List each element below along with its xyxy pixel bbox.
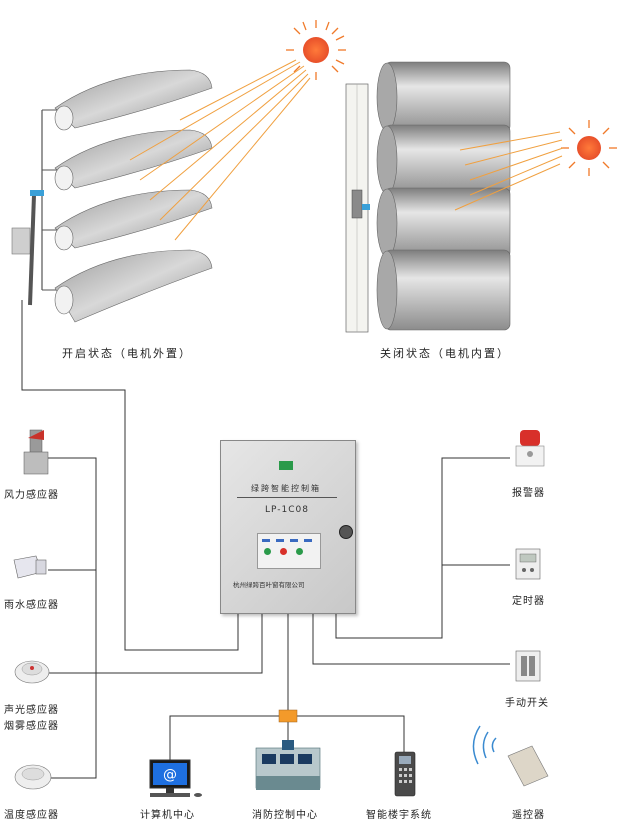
- remote-control-label: 遥控器: [512, 810, 545, 821]
- remote-control-icon: [472, 725, 549, 787]
- control-buttons-panel: [257, 533, 321, 569]
- fire-control-center-label: 消防控制中心: [252, 810, 318, 821]
- manual-switch-label: 手动开关: [505, 698, 549, 709]
- sound-light-sensor-label: 声光感应器: [4, 705, 59, 716]
- wind-sensor-label: 风力感应器: [4, 490, 59, 501]
- smoke-sensor-icon: [14, 660, 50, 684]
- sun-icon: [454, 120, 617, 211]
- rain-sensor-icon: [13, 555, 47, 579]
- junction-icon: [278, 709, 298, 723]
- closed-louver-assembly: [345, 61, 511, 333]
- stop-button[interactable]: [280, 548, 287, 555]
- open-state-caption: 开启状态（电机外置）: [62, 347, 192, 360]
- computer-center-label: 计算机中心: [140, 810, 195, 821]
- control-box-title: 绿跨智能控制箱: [251, 484, 321, 493]
- temperature-sensor-icon: [14, 764, 52, 790]
- external-motor-icon: [11, 190, 44, 306]
- wind-sensor-icon: [23, 429, 49, 475]
- manual-switch-icon: [515, 650, 541, 682]
- intercom-icon: [394, 751, 416, 797]
- temperature-sensor-label: 温度感应器: [4, 810, 59, 821]
- open-louver-assembly: [41, 69, 213, 323]
- smoke-sensor-label: 烟雾感应器: [4, 721, 59, 732]
- svg-text:@: @: [163, 767, 177, 783]
- control-box: 绿跨智能控制箱 LP-1C08 杭州绿跨百叶窗有限公司: [220, 440, 356, 614]
- alarm-icon: [515, 430, 545, 467]
- sun-icon: [129, 20, 346, 241]
- alarm-label: 报警器: [512, 488, 545, 499]
- closed-state-caption: 关闭状态（电机内置）: [380, 347, 510, 360]
- brand-logo: [279, 461, 293, 470]
- timer-icon: [515, 548, 541, 580]
- key-lock-icon[interactable]: [339, 525, 353, 539]
- control-box-model: LP-1C08: [265, 505, 309, 515]
- control-box-company: 杭州绿跨百叶窗有限公司: [233, 581, 305, 589]
- intelligent-building-label: 智能楼宇系统: [366, 810, 432, 821]
- rain-sensor-label: 雨水感应器: [4, 600, 59, 611]
- close-button[interactable]: [296, 548, 303, 555]
- computer-icon: @: [149, 759, 202, 797]
- open-button[interactable]: [264, 548, 271, 555]
- fire-control-center-icon: [255, 740, 321, 790]
- timer-label: 定时器: [512, 596, 545, 607]
